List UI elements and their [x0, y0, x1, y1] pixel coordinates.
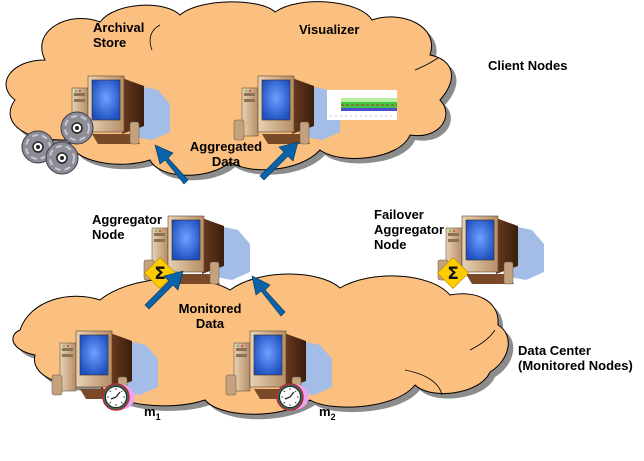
m1-subscript: 1 [155, 412, 161, 422]
aggregator-node-label-line2: Node [92, 227, 125, 242]
data-center-label-line2: (Monitored Nodes) [518, 358, 633, 373]
m2-subscript: 2 [330, 412, 336, 422]
aggregator-node-label-line1: Aggregator [92, 212, 163, 227]
failover-label-line1: Failover [374, 207, 424, 222]
chart-thumbnail-icon [327, 90, 397, 120]
aggregated-data-arrow-left [154, 144, 189, 185]
monitored-data-arrow-right [251, 275, 286, 317]
client-nodes-label: Client Nodes [488, 58, 568, 73]
data-center-label: Data Center(Monitored Nodes) [518, 343, 633, 373]
failover-label-line2: Aggregator [374, 222, 445, 237]
m1-label-text: m [144, 404, 156, 419]
monitored-data-label-line2: Data [195, 316, 225, 331]
clock-icon [276, 383, 310, 411]
failover-aggregator-computer-icon [436, 215, 545, 290]
archival-store-label-line2: Store [93, 35, 127, 50]
m2-label-text: m [319, 404, 331, 419]
disc-icon [60, 111, 94, 145]
clock-icon [102, 383, 136, 411]
visualizer-computer-icon [233, 75, 397, 145]
aggregated-data-label-line1: Aggregated [189, 139, 263, 154]
archival-store-label-line1: Archival [93, 20, 145, 35]
visualizer-label: Visualizer [299, 22, 360, 37]
failover-label-line3: Node [374, 237, 407, 252]
node-m1-label: m1 [144, 404, 161, 422]
aggregated-data-label-line2: Data [211, 154, 241, 169]
disc-icon [45, 141, 79, 175]
monitored-data-label-line1: Monitored [178, 301, 242, 316]
node-m2-label: m2 [319, 404, 336, 422]
data-center-label-line1: Data Center [518, 343, 591, 358]
